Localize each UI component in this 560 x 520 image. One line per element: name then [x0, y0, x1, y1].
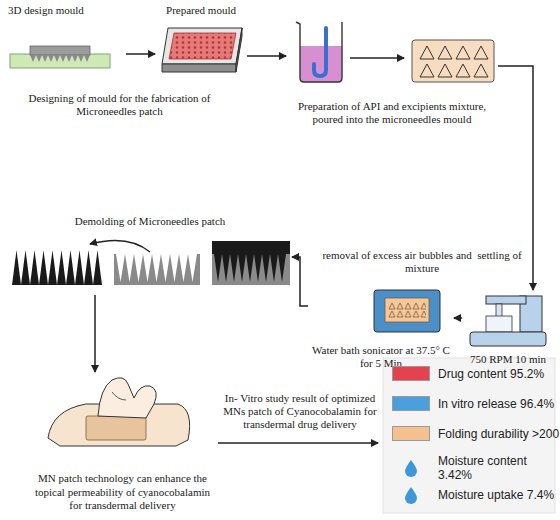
demolding — [212, 241, 290, 254]
step-caption: 750 RPM 10 min — [462, 353, 554, 366]
hand-patch — [112, 392, 126, 400]
flow-arrow — [292, 257, 308, 306]
process-step: Prepared mould — [155, 4, 247, 80]
hand-patch — [48, 378, 190, 446]
step-caption: MN patch technology can enhance the topi… — [30, 472, 215, 512]
hand-patch — [98, 378, 156, 418]
flow-arrow — [247, 55, 286, 57]
step-caption: Demolding of Microneedles patch — [8, 215, 292, 228]
prepared-mould — [169, 33, 236, 59]
drop-icon — [392, 485, 430, 505]
legend-row: Moisture content 3.42% — [392, 454, 560, 482]
beaker — [296, 22, 342, 82]
legend-text: In vitro release 96.4% — [438, 397, 554, 411]
legend-row: Folding durability >200 — [392, 426, 559, 441]
design-mould — [30, 55, 90, 63]
process-step: Preparation of API and excipients mixtur… — [286, 14, 498, 126]
legend-text: Folding durability >200 — [438, 427, 559, 441]
legend-row: In vitro release 96.4% — [392, 396, 554, 411]
design-mould — [10, 54, 110, 68]
result-arrow — [218, 442, 378, 444]
note-label: In- Vitro study result of optimized MNs … — [220, 392, 380, 432]
demolding — [114, 254, 200, 285]
flow-arrow — [126, 53, 155, 55]
process-step: 750 RPM 10 min — [462, 290, 554, 366]
process-step: Water bath sonicator at 37.5° C for 5 Mi… — [308, 284, 454, 370]
step-caption: Preparation of API and excipients mixtur… — [286, 100, 498, 126]
process-step: MN patch technology can enhance the topi… — [30, 372, 215, 512]
stirrer — [486, 316, 512, 332]
stirrer — [486, 296, 526, 304]
filled-mould — [418, 44, 490, 80]
demolding — [214, 254, 286, 285]
prepared-mould — [162, 28, 242, 64]
legend-swatch — [392, 396, 430, 411]
filled-mould — [412, 40, 494, 82]
beaker — [296, 22, 342, 82]
stirrer — [470, 296, 546, 346]
water-bath — [374, 290, 440, 332]
legend-text: Drug content 95.2% — [438, 367, 544, 381]
design-mould — [30, 46, 90, 55]
prepared-mould — [162, 64, 236, 72]
legend-row: Drug content 95.2% — [392, 366, 544, 381]
stirrer — [470, 332, 546, 346]
design-mould — [10, 46, 110, 68]
water-bath — [374, 290, 440, 332]
demolding — [12, 240, 290, 285]
water-bath — [388, 302, 426, 318]
legend-text: Moisture content 3.42% — [438, 454, 560, 482]
note-label: removal of excess air bubbles and settli… — [316, 249, 528, 275]
prepared-mould — [169, 33, 236, 59]
prepared-mould — [162, 28, 242, 72]
legend-row: Moisture uptake 7.4% — [392, 485, 554, 505]
note-label: Designing of mould for the fabrication o… — [12, 92, 227, 118]
process-step: Demolding of Microneedles patch — [8, 215, 292, 295]
flow-arrow — [94, 295, 96, 372]
step-caption: 3D design mould — [8, 4, 126, 17]
filled-mould — [412, 40, 494, 82]
demolding — [12, 250, 102, 285]
legend-swatch — [392, 366, 430, 381]
demolding — [116, 254, 197, 285]
water-bath — [385, 298, 429, 322]
drop-icon — [392, 458, 430, 478]
process-step: 3D design mould — [8, 4, 126, 44]
hand-patch — [86, 416, 146, 440]
legend-swatch — [392, 426, 430, 441]
demolding — [90, 240, 150, 252]
legend-text: Moisture uptake 7.4% — [438, 488, 554, 502]
prepared-mould — [236, 28, 242, 72]
demolding — [212, 254, 290, 285]
beaker — [314, 28, 326, 76]
step-caption: Water bath sonicator at 37.5° C for 5 Mi… — [308, 344, 454, 370]
flow-arrow — [454, 317, 462, 319]
step-caption: Prepared mould — [155, 4, 247, 17]
drop-icon — [405, 460, 417, 477]
step-arrow — [350, 57, 404, 59]
drop-icon — [405, 487, 417, 504]
